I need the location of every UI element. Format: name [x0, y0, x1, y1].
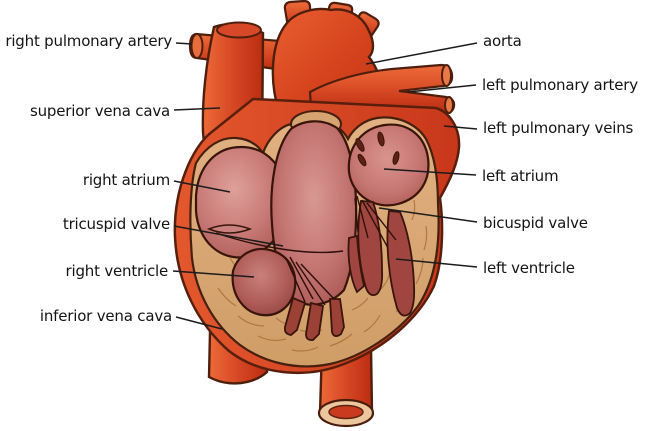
right-atrium-chamber: [194, 145, 289, 259]
pulmonary-vein-openings: [355, 131, 400, 167]
leader-line-right-pulmonary-artery: [175, 42, 193, 45]
cut-vessel-bottom: [317, 344, 375, 428]
label-right-atrium: right atrium: [82, 171, 170, 189]
label-left-atrium: left atrium: [482, 167, 559, 185]
central-chamber: [270, 110, 358, 306]
label-tricuspid-valve: tricuspid valve: [62, 215, 170, 233]
label-bicuspid-valve: bicuspid valve: [483, 214, 588, 232]
label-right-ventricle: right ventricle: [65, 262, 169, 280]
left-atrium-chamber: [347, 123, 430, 207]
leader-line-left-pulmonary-veins: [443, 125, 478, 130]
leader-line-aorta: [365, 42, 478, 65]
leader-line-left-atrium: [383, 168, 477, 176]
leader-line-left-pulmonary-artery: [407, 84, 477, 93]
papillary-bundles: [283, 296, 345, 342]
label-left-pulmonary-veins: left pulmonary veins: [483, 119, 634, 137]
valve-chordae-lines: [215, 195, 397, 306]
label-right-pulmonary-artery: right pulmonary artery: [5, 32, 172, 50]
label-inferior-vena-cava: inferior vena cava: [39, 307, 172, 325]
label-superior-vena-cava: superior vena cava: [30, 102, 170, 120]
leader-line-bicuspid-valve: [378, 207, 478, 223]
leader-line-superior-vena-cava: [173, 107, 221, 111]
label-left-ventricle: left ventricle: [483, 259, 575, 277]
leader-line-inferior-vena-cava: [175, 316, 223, 330]
label-aorta: aorta: [483, 32, 522, 50]
leader-line-right-atrium: [173, 180, 231, 193]
leader-line-right-ventricle: [172, 270, 255, 278]
leader-line-left-ventricle: [395, 258, 478, 268]
leader-line-tricuspid-valve: [173, 225, 284, 247]
right-ventricle-chamber: [231, 247, 297, 317]
label-left-pulmonary-artery: left pulmonary artery: [482, 76, 638, 94]
